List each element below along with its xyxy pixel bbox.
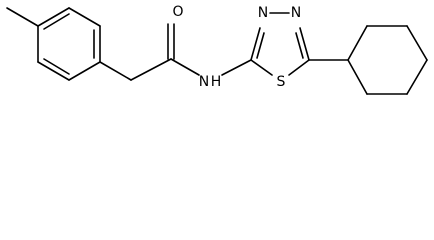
atom-ring-nitrogen-right: N bbox=[291, 5, 301, 21]
bond-thiadiazole-n4-c5 bbox=[299, 27, 310, 61]
bonds bbox=[6, 7, 428, 95]
bond-cyclohexane-4 bbox=[406, 59, 428, 95]
bond-ch2-carbonyl bbox=[130, 58, 172, 81]
atom-amide-hydrogen: H bbox=[211, 74, 222, 90]
bond-cyclohexane-6 bbox=[347, 59, 368, 95]
chemical-structure: O N H N N S bbox=[6, 4, 428, 95]
bond-cyclohexane-3 bbox=[406, 25, 428, 61]
bond-thiadiazole-n4-c5-inner bbox=[295, 32, 304, 59]
bond-benzene-inner-3 bbox=[43, 58, 70, 75]
bond-benzene-2 bbox=[68, 7, 101, 27]
bond-ring-ch2 bbox=[99, 61, 132, 81]
bond-benzene-5 bbox=[37, 61, 70, 81]
bond-carbonyl-nh bbox=[170, 58, 200, 76]
bond-thiadiazole-s-c2 bbox=[250, 59, 273, 76]
bond-nh-ring bbox=[221, 59, 252, 76]
bond-thiadiazole-c2-n3 bbox=[250, 27, 261, 61]
atom-labels: O N H N N S bbox=[172, 4, 301, 90]
bond-benzene-4 bbox=[68, 61, 101, 81]
bond-benzene-inner-1 bbox=[43, 13, 70, 30]
bond-thiadiazole-c2-n3-inner bbox=[256, 32, 265, 59]
bond-cyclohexane-1 bbox=[347, 25, 368, 61]
bond-thiadiazole-c5-s bbox=[288, 59, 310, 76]
bond-methyl bbox=[6, 7, 39, 27]
bond-benzene-1 bbox=[37, 7, 70, 27]
atom-sulfur: S bbox=[277, 74, 286, 90]
atom-ring-nitrogen-left: N bbox=[258, 5, 268, 21]
atom-oxygen: O bbox=[172, 4, 183, 20]
atom-amide-nitrogen: N bbox=[199, 74, 209, 90]
